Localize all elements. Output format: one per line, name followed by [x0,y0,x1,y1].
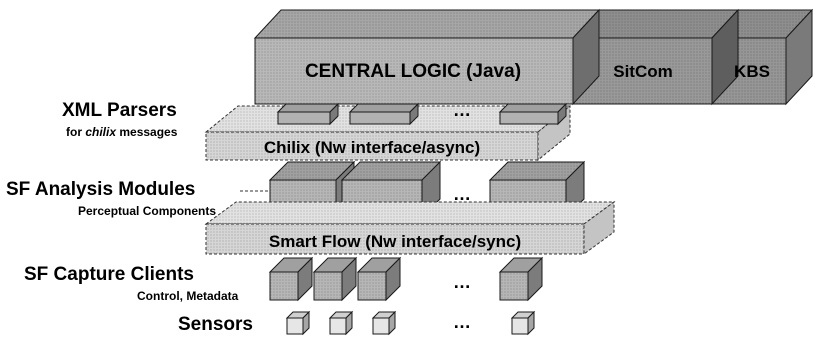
sensors: … [285,310,536,336]
sf-capture-clients: … [268,256,544,302]
xml-parsers-ellipsis: … [453,100,471,120]
sensor [285,310,311,336]
capture-client [356,256,402,302]
sensors-title: Sensors [178,314,253,335]
kbs-label: KBS [734,62,770,81]
xml-parser-module [348,102,420,126]
sf-analysis-title: SF Analysis Modules [6,179,196,200]
sf-analysis-subtitle: Perceptual Components [78,204,217,218]
xml-parser-module [276,102,340,126]
sf-capture-title: SF Capture Clients [24,264,194,285]
capture-client [498,256,544,302]
capture-client [312,256,358,302]
xml-parsers-title: XML Parsers [62,100,177,121]
sf-capture-subtitle: Control, Metadata [137,289,239,303]
kbs-block: KBS [710,8,814,106]
xml-parser-modules: … [276,100,568,126]
xml-parser-module [498,102,568,126]
sensor [510,310,536,336]
central-logic-label: CENTRAL LOGIC (Java) [305,61,521,82]
chilix-bus-label: Chilix (Nw interface/async) [264,138,480,157]
sensor [371,310,397,336]
central-logic-block: CENTRAL LOGIC (Java) [253,9,601,105]
sensors-ellipsis: … [453,312,471,332]
smart-flow-bus: Smart Flow (Nw interface/sync) [204,201,616,255]
capture-ellipsis: … [453,272,471,292]
analysis-ellipsis: … [453,184,471,204]
sensor [328,310,354,336]
xml-parsers-subtitle: for chilix messages [66,125,178,139]
sitcom-label: SitCom [613,62,673,81]
sitcom-block: SitCom [571,8,740,106]
smart-flow-bus-label: Smart Flow (Nw interface/sync) [269,232,521,251]
capture-client [268,256,314,302]
